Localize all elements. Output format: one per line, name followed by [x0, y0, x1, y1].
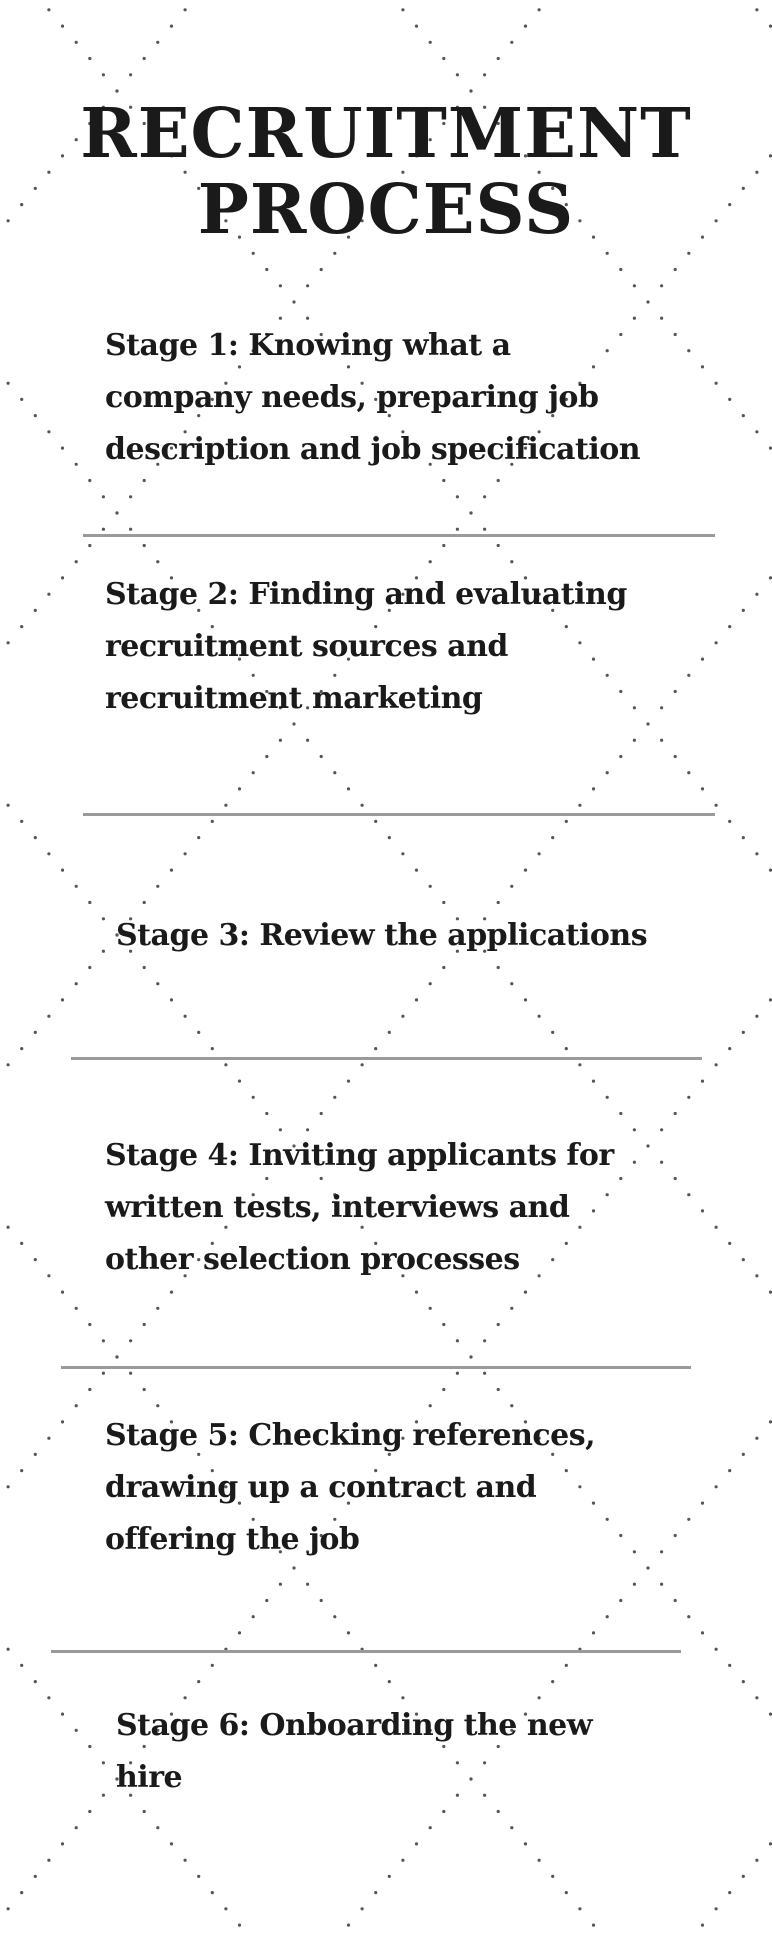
stage-2-line-3: recruitment marketing — [105, 681, 483, 716]
stage-1-line-2: company needs, preparing job — [105, 380, 599, 415]
divider-5 — [51, 1650, 681, 1653]
divider-3 — [71, 1057, 702, 1060]
stage-5-line-3: offering the job — [105, 1522, 360, 1557]
stage-6-line-1: Stage 6: Onboarding the new — [116, 1708, 593, 1743]
stage-3: Stage 3: Review the applications — [116, 910, 648, 962]
stage-4-line-1: Stage 4: Inviting applicants for — [105, 1138, 614, 1173]
stage-4-line-2: written tests, interviews and — [105, 1190, 570, 1225]
stage-1: Stage 1: Knowing what a company needs, p… — [105, 320, 641, 476]
stage-5-line-1: Stage 5: Checking references, — [105, 1418, 596, 1453]
stage-5: Stage 5: Checking references, drawing up… — [105, 1410, 596, 1566]
stage-4: Stage 4: Inviting applicants for written… — [105, 1130, 614, 1286]
stage-1-line-3: description and job specification — [105, 432, 641, 467]
page-title-line-1: RECRUITMENT — [80, 94, 692, 174]
divider-2 — [83, 813, 715, 816]
stage-2-line-1: Stage 2: Finding and evaluating — [105, 577, 627, 612]
stage-1-line-1: Stage 1: Knowing what a — [105, 328, 511, 363]
stage-6-line-2: hire — [116, 1760, 183, 1795]
divider-1 — [83, 534, 715, 537]
stage-2: Stage 2: Finding and evaluating recruitm… — [105, 569, 627, 725]
stage-6: Stage 6: Onboarding the new hire — [116, 1700, 593, 1804]
stage-4-line-3: other selection processes — [105, 1242, 520, 1277]
stage-5-line-2: drawing up a contract and — [105, 1470, 537, 1505]
page-title-line-2: PROCESS — [197, 170, 575, 250]
stage-3-line-1: Stage 3: Review the applications — [116, 918, 648, 953]
divider-4 — [61, 1366, 691, 1369]
stage-2-line-2: recruitment sources and — [105, 629, 508, 664]
